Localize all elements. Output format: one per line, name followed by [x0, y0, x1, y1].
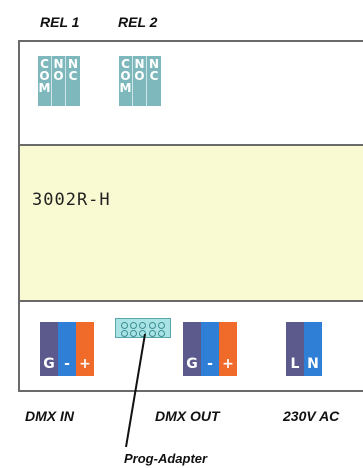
rel1-terminal-block: COM NO NC — [38, 56, 80, 106]
prog-pin — [120, 322, 128, 329]
prog-pin — [130, 322, 138, 329]
prog-pin — [139, 330, 147, 337]
prog-adapter-connector — [115, 318, 171, 338]
rel1-label: REL 1 — [40, 14, 80, 30]
prog-pin — [120, 330, 128, 337]
prog-pin — [158, 330, 166, 337]
rel2-com-terminal: COM — [119, 56, 133, 106]
rel2-no-terminal: NO — [133, 56, 147, 106]
rel1-com-terminal: COM — [38, 56, 52, 106]
prog-pin — [148, 322, 156, 329]
rel1-no-terminal: NO — [52, 56, 66, 106]
rel2-nc-terminal: NC — [147, 56, 161, 106]
rel2-terminal-block: COM NO NC — [119, 56, 161, 106]
prog-adapter-label: Prog-Adapter — [124, 451, 208, 466]
prog-pin — [130, 330, 138, 337]
dmx-out-ground-terminal: G — [183, 322, 201, 376]
device-housing: COM NO NC COM NO NC 3002R-H G - + G - + — [18, 40, 363, 392]
prog-pin — [158, 322, 166, 329]
dmx-out-terminal-block: G - + — [183, 322, 237, 376]
power-neutral-terminal: N — [304, 322, 322, 376]
front-panel: 3002R-H — [20, 144, 363, 302]
power-label: 230V AC — [283, 408, 340, 424]
dmx-in-ground-terminal: G — [40, 322, 58, 376]
rel1-nc-terminal: NC — [66, 56, 80, 106]
rel2-label: REL 2 — [118, 14, 158, 30]
power-terminal-block: L N — [286, 322, 322, 376]
dmx-out-label: DMX OUT — [155, 408, 220, 424]
model-number: 3002R-H — [32, 190, 111, 210]
dmx-in-minus-terminal: - — [58, 322, 76, 376]
prog-pin — [148, 330, 156, 337]
power-line-terminal: L — [286, 322, 304, 376]
dmx-in-plus-terminal: + — [76, 322, 94, 376]
dmx-out-plus-terminal: + — [219, 322, 237, 376]
dmx-out-minus-terminal: - — [201, 322, 219, 376]
dmx-in-terminal-block: G - + — [40, 322, 94, 376]
prog-pin — [139, 322, 147, 329]
dmx-in-label: DMX IN — [25, 408, 74, 424]
